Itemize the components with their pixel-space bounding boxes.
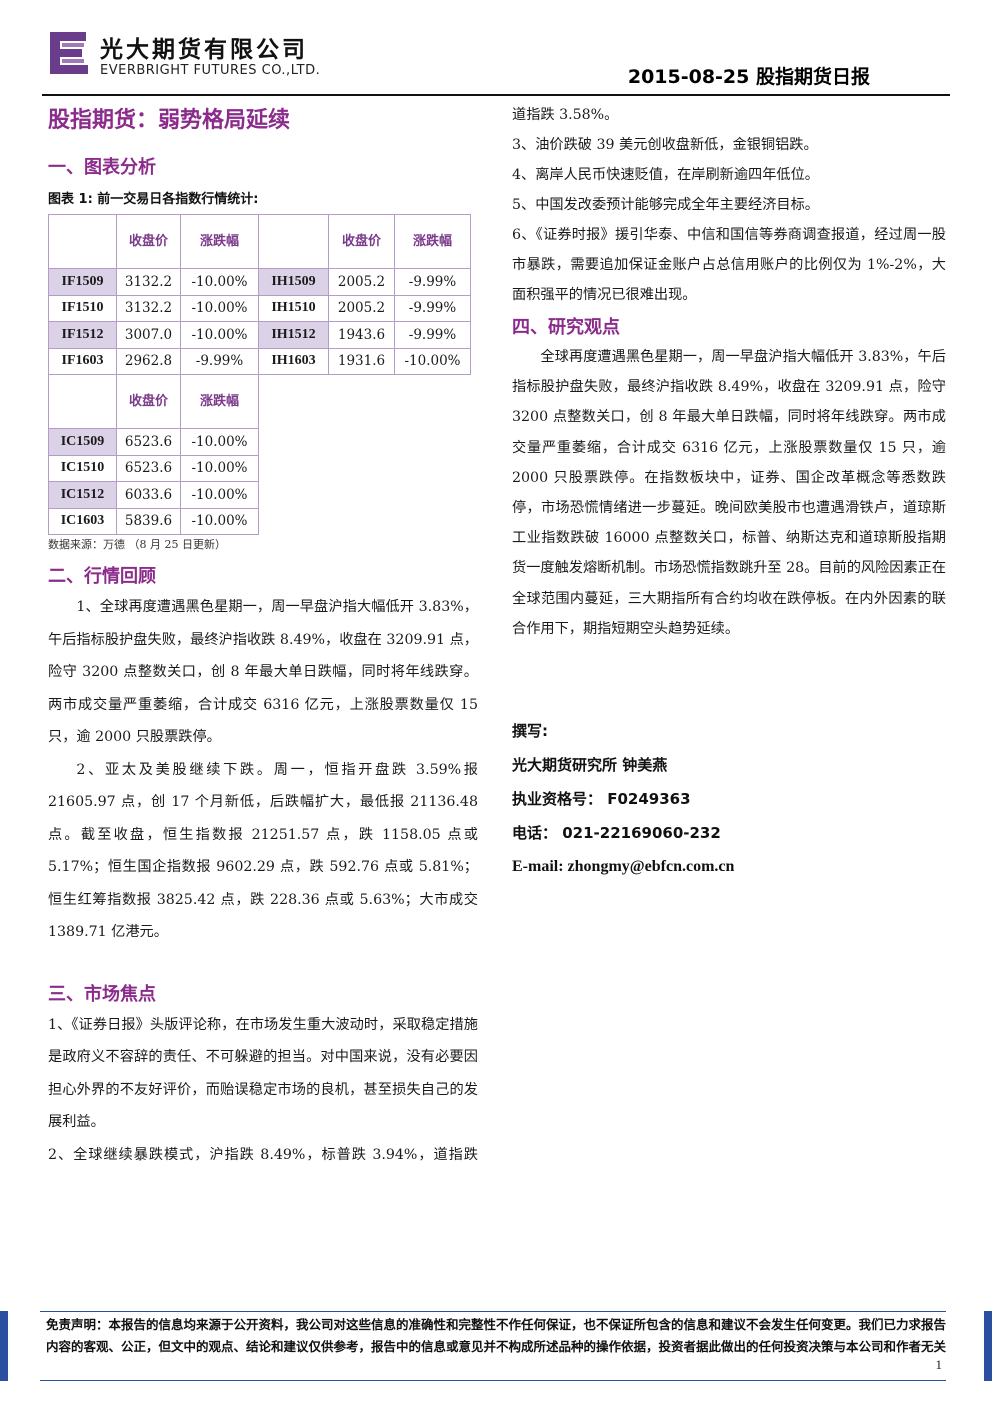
market-focus-item-5: 5、中国发改委预计能够完成全年主要经济目标。 <box>512 197 819 213</box>
change-pct: -10.00% <box>180 481 259 509</box>
market-focus-item-6: 6、《证券时报》援引华泰、中信和国信等券商调查报道，经过周一股市暴跌，需要追加保… <box>512 227 946 303</box>
author-phone: 电话： 021-22169060-232 <box>512 824 721 843</box>
change-pct: -10.00% <box>394 347 471 375</box>
contract-code: IF1512 <box>48 321 117 349</box>
research-view-paragraph: 全球再度遭遇黑色星期一，周一早盘沪指大幅低开 3.83%，午后指标股护盘失败，最… <box>512 349 947 637</box>
change-pct: -9.99% <box>180 347 259 375</box>
author-block: 撰写: 光大期货研究所 钟美燕 执业资格号： F0249363 电话： 021-… <box>512 714 946 884</box>
contract-code: IH1603 <box>258 347 329 375</box>
header-divider <box>42 94 950 96</box>
page-number: 1 <box>935 1357 943 1372</box>
market-focus-item-4: 4、离岸人民币快速贬值，在岸刷新逾四年低位。 <box>512 167 819 183</box>
section-heading-market-review: 二、行情回顾 <box>48 566 156 587</box>
contract-code: IC1512 <box>48 481 117 509</box>
market-focus-item-1: 1、《证券日报》头版评论称，在市场发生重大波动时，采取稳定措施是政府义不容辞的责… <box>48 1016 478 1131</box>
contract-code: IC1509 <box>48 428 117 456</box>
close-price: 3132.2 <box>116 268 181 296</box>
close-price: 5839.6 <box>116 507 181 535</box>
footer-side-bar <box>0 1311 8 1381</box>
footer-side-bar <box>984 1311 992 1381</box>
table-corner <box>258 214 329 269</box>
index-quote-table: 收盘价 涨跌幅 收盘价 涨跌幅 IF1509 3132.2 -10.00% IH… <box>48 214 471 375</box>
table-row: IC1603 5839.6 -10.00% <box>48 507 259 535</box>
report-header: 光大期货有限公司 EVERBRIGHT FUTURES CO.,LTD. 201… <box>0 0 992 96</box>
figure-caption: 图表 1: 前一交易日各指数行情统计: <box>48 192 259 207</box>
market-focus-item-3: 3、油价跌破 39 美元创收盘新低，金银铜铝跌。 <box>512 137 818 153</box>
table-row: IC1510 6523.6 -10.00% <box>48 454 259 482</box>
table-row: IF1512 3007.0 -10.00% IH1512 1943.6 -9.9… <box>48 321 471 349</box>
table-row: IF1510 3132.2 -10.00% IH1510 2005.2 -9.9… <box>48 294 471 322</box>
close-price: 2962.8 <box>116 347 181 375</box>
market-focus-item-2: 2、全球继续暴跌模式，沪指跌 8.49%，标普跌 3.94%，道指跌 3.58%… <box>48 1146 478 1163</box>
change-pct: -10.00% <box>180 454 259 482</box>
ic-quote-table: 收盘价 涨跌幅 IC1509 6523.6 -10.00% IC1510 652… <box>48 374 259 535</box>
author-label: 撰写: <box>512 722 548 741</box>
table-row: IF1603 2962.8 -9.99% IH1603 1931.6 -10.0… <box>48 347 471 375</box>
close-price: 1931.6 <box>328 347 395 375</box>
change-pct: -10.00% <box>180 428 259 456</box>
contract-code: IH1509 <box>258 268 329 296</box>
left-column: 股指期货：弱势格局延续 一、图表分析 图表 1: 前一交易日各指数行情统计: 收… <box>48 104 478 1172</box>
close-price: 2005.2 <box>328 294 395 322</box>
change-pct: -10.00% <box>180 321 259 349</box>
contract-code: IF1510 <box>48 294 117 322</box>
table-corner <box>48 374 117 429</box>
change-pct: -9.99% <box>394 294 471 322</box>
author-license: 执业资格号： F0249363 <box>512 790 691 809</box>
col-change-header: 涨跌幅 <box>180 374 259 429</box>
contract-code: IF1603 <box>48 347 117 375</box>
company-name-cn: 光大期货有限公司 <box>100 37 308 63</box>
contract-code: IF1509 <box>48 268 117 296</box>
section-heading-chart-analysis: 一、图表分析 <box>48 157 156 178</box>
table-row: IF1509 3132.2 -10.00% IH1509 2005.2 -9.9… <box>48 268 471 296</box>
report-title: 股指期货：弱势格局延续 <box>48 108 291 133</box>
author-name: 光大期货研究所 钟美燕 <box>512 756 668 775</box>
disclaimer-text: 免责声明：本报告的信息均来源于公开资料，我公司对这些信息的准确性和完整性不作任何… <box>40 1311 946 1381</box>
change-pct: -10.00% <box>180 294 259 322</box>
data-source-note: 数据来源：万德 （8 月 25 日更新） <box>48 538 226 551</box>
contract-code: IH1512 <box>258 321 329 349</box>
close-price: 1943.6 <box>328 321 395 349</box>
company-name-en: EVERBRIGHT FUTURES CO.,LTD. <box>100 63 321 78</box>
col-close-header: 收盘价 <box>116 214 181 269</box>
section-heading-market-focus: 三、市场焦点 <box>48 983 156 1005</box>
col-close-header: 收盘价 <box>328 214 395 269</box>
col-change-header: 涨跌幅 <box>394 214 471 269</box>
col-change-header: 涨跌幅 <box>180 214 259 269</box>
contract-code: IH1510 <box>258 294 329 322</box>
close-price: 6033.6 <box>116 481 181 509</box>
author-email: E-mail: zhongmy@ebfcn.com.cn <box>512 858 735 876</box>
table-row: IC1512 6033.6 -10.00% <box>48 481 259 509</box>
change-pct: -9.99% <box>394 268 471 296</box>
contract-code: IC1510 <box>48 454 117 482</box>
change-pct: -10.00% <box>180 268 259 296</box>
report-date-title: 2015-08-25 股指期货日报 <box>627 66 870 88</box>
close-price: 6523.6 <box>116 428 181 456</box>
change-pct: -9.99% <box>394 321 471 349</box>
close-price: 3132.2 <box>116 294 181 322</box>
section-heading-research-view: 四、研究观点 <box>512 317 620 338</box>
close-price: 3007.0 <box>116 321 181 349</box>
right-column: 道指跌 3.58%。 3、油价跌破 39 美元创收盘新低，金银铜铝跌。 4、离岸… <box>512 100 946 884</box>
table-row: IC1509 6523.6 -10.00% <box>48 428 259 456</box>
market-focus-item-2-continued: 道指跌 3.58%。 <box>512 107 619 123</box>
table-corner <box>48 214 117 269</box>
contract-code: IC1603 <box>48 507 117 535</box>
close-price: 2005.2 <box>328 268 395 296</box>
market-review-paragraph-1: 1、全球再度遭遇黑色星期一，周一早盘沪指大幅低开 3.83%，午后指标股护盘失败… <box>48 599 478 745</box>
everbright-logo-icon <box>46 28 92 78</box>
close-price: 6523.6 <box>116 454 181 482</box>
col-close-header: 收盘价 <box>116 374 181 429</box>
market-review-paragraph-2: 2、亚太及美股继续下跌。周一，恒指开盘跌 3.59%报 21605.97 点，创… <box>48 761 478 941</box>
change-pct: -10.00% <box>180 507 259 535</box>
